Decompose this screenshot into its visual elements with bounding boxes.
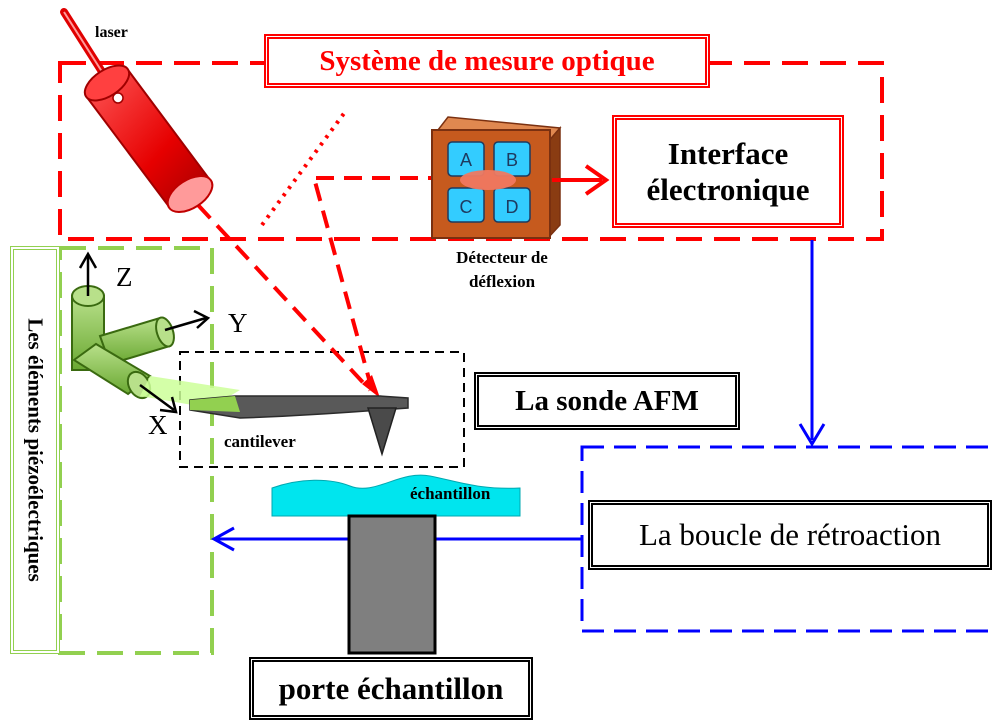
- cantilever-label: cantilever: [224, 432, 296, 451]
- quadrant-d: [493, 187, 531, 223]
- svg-text:B: B: [506, 150, 518, 170]
- sample-holder-icon: [347, 514, 437, 655]
- svg-text:C: C: [460, 197, 473, 217]
- piezo-tubes-icon: [71, 285, 240, 408]
- detector-label: Détecteur de déflexion: [436, 246, 568, 294]
- laser-label: laser: [95, 24, 128, 41]
- piezo-frame: [58, 246, 214, 655]
- piezo-label-box: Les éléments piézoélectriques: [10, 246, 60, 654]
- laser-spot: [460, 170, 516, 190]
- interface-label-line1: Interface: [667, 135, 789, 171]
- detector-label-line2: déflexion: [468, 271, 536, 291]
- axis-z-label: Z: [116, 262, 133, 292]
- probe-label: La sonde AFM: [515, 384, 699, 417]
- interface-label-line2: électronique: [646, 171, 810, 207]
- axis-y-label: Y: [228, 308, 248, 338]
- svg-text:A: A: [460, 150, 472, 170]
- xyz-axes-icon: [78, 251, 211, 414]
- optical-system-title: Système de mesure optique: [264, 34, 710, 88]
- holder-label: porte échantillon: [278, 670, 504, 706]
- laser-beam-dotted: [260, 110, 347, 227]
- piezo-label: Les éléments piézoélectriques: [23, 318, 48, 582]
- feedback-label: La boucle de rétroaction: [638, 517, 942, 552]
- laser-beam-incident: [196, 203, 372, 392]
- svg-text:D: D: [506, 197, 519, 217]
- axis-x-label: X: [148, 410, 168, 440]
- probe-frame: [179, 351, 465, 468]
- detector-label-line1: Détecteur de: [456, 248, 548, 267]
- laser-icon: [60, 8, 214, 213]
- probe-label-box: La sonde AFM: [474, 372, 740, 430]
- laser-beam-reflected: [312, 177, 374, 391]
- sample-icon: [271, 474, 521, 517]
- quadrant-c: [447, 187, 485, 223]
- holder-label-box: porte échantillon: [249, 657, 533, 720]
- beam-arrowhead: [362, 375, 380, 398]
- detector-icon: A B C D: [431, 116, 562, 240]
- feedback-label-box: La boucle de rétroaction: [588, 500, 992, 570]
- interface-box: Interface électronique: [612, 115, 844, 228]
- sample-label: échantillon: [410, 484, 491, 503]
- cantilever-icon: [189, 395, 409, 457]
